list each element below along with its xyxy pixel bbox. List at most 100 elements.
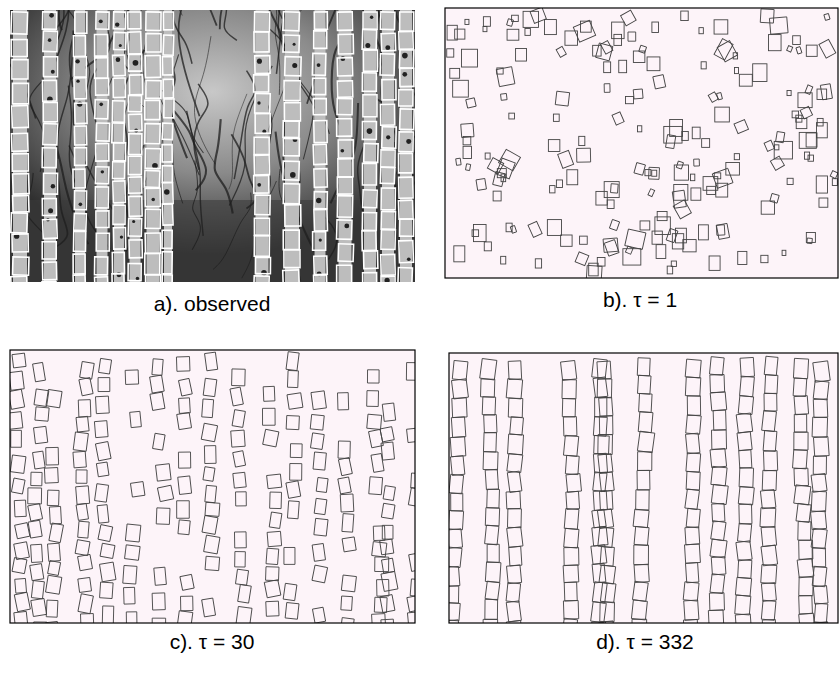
rectangle-primitive bbox=[10, 371, 24, 390]
trunk bbox=[285, 10, 299, 282]
rectangle-primitive bbox=[484, 242, 491, 251]
rectangle-primitive bbox=[43, 57, 57, 77]
rectangle-primitive bbox=[205, 352, 218, 371]
rectangle-primitive bbox=[180, 596, 192, 611]
rectangle-primitive bbox=[162, 123, 173, 139]
rectangle-primitive bbox=[690, 174, 694, 181]
rectangle-primitive bbox=[685, 377, 700, 396]
rectangle-primitive bbox=[283, 230, 299, 250]
rectangle-primitive bbox=[95, 58, 108, 78]
rectangles bbox=[449, 356, 830, 623]
rectangle-primitive bbox=[283, 12, 300, 31]
rectangle-primitive bbox=[600, 602, 615, 622]
rectangle-primitive bbox=[685, 527, 700, 545]
rectangle-primitive bbox=[739, 468, 753, 488]
rectangle-primitive bbox=[483, 452, 498, 470]
rectangle-primitive bbox=[799, 595, 813, 613]
rectangle-primitive bbox=[28, 504, 43, 522]
rectangle-primitive bbox=[461, 123, 474, 137]
rectangle-primitive bbox=[33, 362, 46, 381]
rectangle-primitive bbox=[287, 370, 298, 387]
rectangle-primitive bbox=[124, 587, 136, 604]
rectangle-primitive bbox=[95, 484, 109, 502]
rectangle-primitive bbox=[638, 126, 642, 132]
rectangle-primitive bbox=[738, 251, 747, 264]
rectangle-primitive bbox=[740, 357, 754, 377]
rectangle-primitive bbox=[398, 267, 413, 282]
rectangle-primitive bbox=[150, 392, 165, 410]
rectangle-primitive bbox=[736, 413, 752, 433]
branches bbox=[10, 10, 415, 281]
rectangle-primitive bbox=[145, 209, 160, 228]
rectangle-primitive bbox=[264, 580, 281, 598]
rectangle-primitive bbox=[145, 124, 160, 144]
rectangle-primitive bbox=[255, 93, 271, 113]
branch bbox=[189, 10, 217, 26]
rectangle-primitive bbox=[76, 416, 89, 432]
rectangle-primitive bbox=[593, 417, 607, 437]
rectangle-primitive bbox=[450, 68, 460, 78]
rectangle-primitive bbox=[765, 375, 778, 394]
rectangle-primitive bbox=[753, 64, 767, 82]
rectangle-primitive bbox=[156, 464, 172, 481]
rectangle-primitive bbox=[43, 173, 57, 194]
rectangle-primitive bbox=[816, 123, 827, 138]
rectangle-primitive bbox=[314, 31, 327, 49]
rectangle-primitive bbox=[523, 11, 538, 27]
rectangle-primitive bbox=[42, 12, 56, 30]
rectangle-primitive bbox=[482, 397, 495, 415]
rectangle-primitive bbox=[652, 170, 657, 176]
rectangle-primitive bbox=[290, 444, 302, 458]
rectangle-primitive bbox=[604, 240, 619, 257]
rectangle-primitive bbox=[407, 596, 415, 612]
rectangle-primitive bbox=[813, 381, 829, 400]
rectangle-primitive bbox=[796, 115, 802, 122]
bark-mark bbox=[367, 128, 373, 134]
rectangle-primitive bbox=[463, 146, 471, 158]
rectangle-primitive bbox=[805, 85, 813, 94]
bark-mark bbox=[257, 101, 260, 104]
rectangle-primitive bbox=[284, 103, 300, 121]
rectangle-primitive bbox=[735, 614, 751, 623]
rectangle-primitive bbox=[649, 167, 660, 179]
panel-tau-30 bbox=[10, 350, 415, 623]
rectangle-primitive bbox=[112, 252, 124, 273]
rectangle-primitive bbox=[202, 399, 214, 418]
rectangle-primitive bbox=[267, 474, 282, 489]
rectangle-primitive bbox=[709, 357, 724, 376]
bark-mark bbox=[99, 19, 103, 23]
detected-rectangles bbox=[11, 12, 414, 282]
rectangle-primitive bbox=[100, 543, 115, 558]
rectangle-primitive bbox=[447, 49, 454, 57]
rectangle-primitive bbox=[715, 107, 730, 122]
rectangle-primitive bbox=[483, 432, 496, 452]
rectangle-primitive bbox=[178, 520, 190, 535]
rectangle-primitive bbox=[337, 177, 352, 194]
rectangle-primitive bbox=[113, 162, 125, 179]
rectangle-primitive bbox=[80, 614, 93, 623]
rectangle-primitive bbox=[73, 231, 85, 251]
rectangle-primitive bbox=[96, 211, 109, 228]
observed-photo bbox=[10, 10, 415, 282]
rectangle-primitive bbox=[685, 359, 701, 378]
rectangle-primitive bbox=[316, 477, 328, 492]
rectangle-primitive bbox=[399, 240, 414, 262]
rectangle-primitive bbox=[99, 358, 112, 374]
rectangle-primitive bbox=[146, 275, 161, 282]
rectangle-primitive bbox=[43, 124, 58, 145]
rectangle-primitive bbox=[812, 566, 827, 587]
rectangle-primitive bbox=[35, 407, 49, 421]
rectangle-primitive bbox=[674, 184, 688, 200]
rectangle-primitive bbox=[604, 84, 610, 93]
rectangle-primitive bbox=[286, 481, 301, 499]
bark-mark bbox=[402, 72, 407, 77]
rectangle-primitive bbox=[787, 46, 793, 52]
rectangle-primitive bbox=[43, 102, 57, 121]
bark-mark bbox=[385, 45, 390, 50]
rectangle-primitive bbox=[156, 508, 170, 525]
rectangle-primitive bbox=[100, 582, 114, 599]
rectangle-primitive bbox=[314, 275, 328, 282]
rectangle-primitive bbox=[254, 137, 269, 154]
rectangle-primitive bbox=[152, 593, 165, 610]
rectangle-primitive bbox=[31, 581, 44, 599]
